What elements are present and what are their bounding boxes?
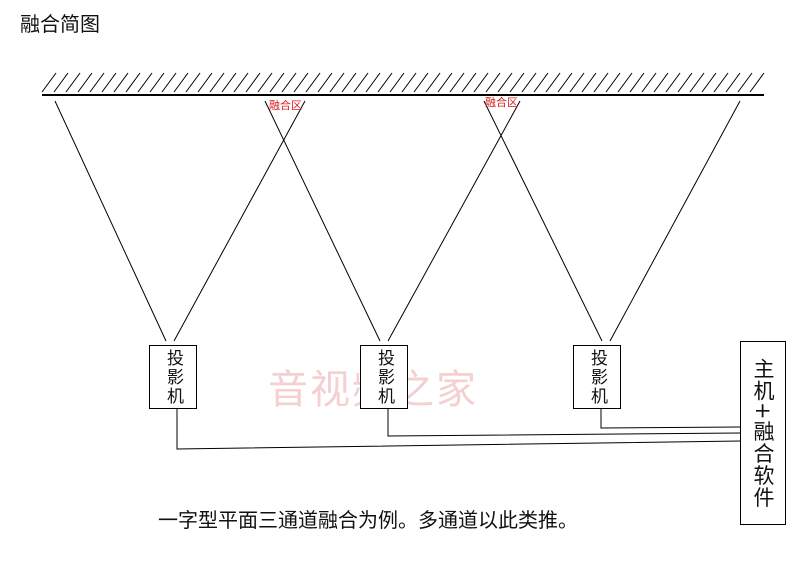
hatch-mark <box>521 72 537 93</box>
hatch-mark <box>725 72 741 93</box>
hatch-mark <box>113 72 129 93</box>
hatch-mark <box>245 72 261 93</box>
cable-2 <box>387 409 741 437</box>
hatch-mark <box>653 72 669 93</box>
hatch-mark <box>77 72 93 93</box>
cable-3 <box>600 409 741 429</box>
cable-1 <box>176 409 741 450</box>
diagram-title: 融合简图 <box>20 12 100 36</box>
hatch-mark <box>197 72 213 93</box>
connection-cables <box>176 409 741 450</box>
hatch-mark <box>449 72 465 93</box>
hatch-mark <box>641 72 657 93</box>
hatch-mark <box>185 72 201 93</box>
hatch-mark <box>629 72 645 93</box>
hatch-mark <box>353 72 369 93</box>
hatch-mark <box>233 72 249 93</box>
hatch-mark <box>605 72 621 93</box>
hatch-mark <box>737 72 753 93</box>
hatch-mark <box>413 72 429 93</box>
hatch-mark <box>269 72 285 93</box>
hatch-mark <box>89 72 105 93</box>
projection-rays <box>54 100 741 342</box>
hatch-mark <box>365 72 381 93</box>
hatch-mark <box>221 72 237 93</box>
hatch-mark <box>425 72 441 93</box>
screen-hatching <box>41 72 765 93</box>
hatch-mark <box>497 72 513 93</box>
hatch-mark <box>401 72 417 93</box>
hatch-mark <box>209 72 225 93</box>
hatch-mark <box>293 72 309 93</box>
hatch-mark <box>557 72 573 93</box>
hatch-mark <box>749 72 765 93</box>
ray-left-1 <box>54 100 167 342</box>
hatch-mark <box>317 72 333 93</box>
projector-2: 投影机 <box>360 345 408 409</box>
hatch-mark <box>149 72 165 93</box>
hatch-mark <box>593 72 609 93</box>
hatch-mark <box>125 72 141 93</box>
hatch-mark <box>377 72 393 93</box>
ray-left-3 <box>483 100 603 342</box>
hatch-mark <box>341 72 357 93</box>
hatch-mark <box>533 72 549 93</box>
hatch-mark <box>173 72 189 93</box>
hatch-mark <box>617 72 633 93</box>
blend-zone-label-1: 融合区 <box>269 98 302 112</box>
projector-1: 投影机 <box>149 345 197 409</box>
hatch-mark <box>473 72 489 93</box>
blend-zone-label-2: 融合区 <box>485 95 518 109</box>
hatch-mark <box>677 72 693 93</box>
hatch-mark <box>713 72 729 93</box>
ray-right-1 <box>173 100 306 342</box>
hatch-mark <box>101 72 117 93</box>
caption: 一字型平面三通道融合为例。多通道以此类推。 <box>158 508 578 532</box>
hatch-mark <box>257 72 273 93</box>
hatch-mark <box>545 72 561 93</box>
hatch-mark <box>689 72 705 93</box>
hatch-mark <box>137 72 153 93</box>
ray-left-2 <box>264 100 381 342</box>
hatch-mark <box>65 72 81 93</box>
hatch-mark <box>305 72 321 93</box>
hatch-mark <box>461 72 477 93</box>
ray-right-2 <box>387 100 521 342</box>
hatch-mark <box>329 72 345 93</box>
hatch-mark <box>485 72 501 93</box>
projector-3: 投影机 <box>573 345 621 409</box>
hatch-mark <box>437 72 453 93</box>
hatch-mark <box>701 72 717 93</box>
hatch-mark <box>389 72 405 93</box>
ray-right-3 <box>609 100 741 342</box>
hatch-mark <box>509 72 525 93</box>
hatch-mark <box>281 72 297 93</box>
hatch-mark <box>53 72 69 93</box>
hatch-mark <box>41 72 57 93</box>
hatch-mark <box>161 72 177 93</box>
hatch-mark <box>665 72 681 93</box>
hatch-mark <box>569 72 585 93</box>
host-computer: 主机+融合软件 <box>740 341 786 525</box>
hatch-mark <box>581 72 597 93</box>
